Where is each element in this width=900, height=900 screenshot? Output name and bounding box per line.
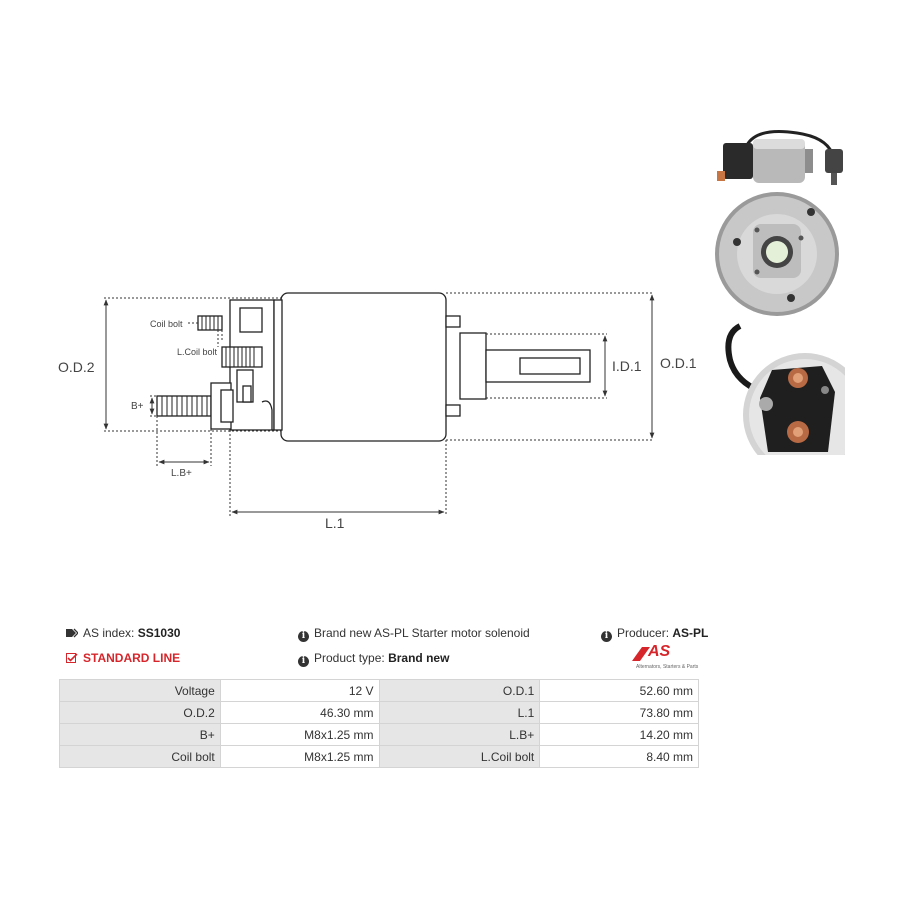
lb-label: L.B+ [171, 468, 192, 479]
spec-value: 12 V [219, 679, 380, 702]
od2-label: O.D.2 [58, 359, 95, 375]
solenoid-technical-drawing: O.D.2 O.D.1 I.D.1 L.1 L.B+ B+ Coil bolt … [58, 292, 697, 531]
logo-mark: AS [648, 643, 671, 660]
producer-value: AS-PL [672, 626, 709, 640]
product-type-value: Brand new [388, 651, 450, 665]
spec-key: L.Coil bolt [378, 745, 541, 768]
description: i Brand new AS-PL Starter motor solenoid [298, 626, 530, 642]
description-text: Brand new AS-PL Starter motor solenoid [314, 626, 530, 640]
od1-label: O.D.1 [660, 355, 697, 371]
id1-label: I.D.1 [612, 358, 642, 374]
l1-label: L.1 [325, 515, 345, 531]
info-icon: i [601, 631, 612, 642]
info-icon: i [298, 656, 309, 667]
spec-value: 46.30 mm [219, 701, 380, 724]
spec-key: Coil bolt [59, 745, 221, 768]
bplus-label: B+ [131, 401, 144, 412]
logo-tagline: Alternators, Starters & Parts [636, 664, 699, 670]
tag-icon [66, 628, 78, 638]
spec-value: M8x1.25 mm [219, 745, 380, 768]
coil-bolt-label: Coil bolt [150, 319, 183, 329]
b-plus-stud [156, 395, 212, 417]
standard-line-text: STANDARD LINE [83, 651, 181, 665]
spec-key: B+ [59, 723, 221, 746]
product-type: i Product type: Brand new [298, 651, 449, 667]
product-photo-rear [725, 323, 845, 455]
l-coil-bolt-label: L.Coil bolt [177, 347, 218, 357]
checkbox-icon [66, 653, 78, 663]
info-icon: i [298, 631, 309, 642]
spec-key: O.D.2 [59, 701, 221, 724]
product-photo-side [717, 130, 843, 185]
spec-value: 52.60 mm [539, 679, 699, 702]
logo-swoosh-icon [632, 647, 650, 661]
spec-value: 73.80 mm [539, 701, 699, 724]
as-index-label: AS index: [83, 626, 135, 640]
plunger-housing [459, 332, 487, 400]
solenoid-body [280, 292, 447, 442]
producer-label: Producer: [617, 626, 670, 640]
as-pl-logo: AS Alternators, Starters & Parts [630, 643, 700, 673]
standard-line: STANDARD LINE [66, 651, 180, 665]
as-index-value: SS1030 [137, 626, 181, 640]
spec-value: 8.40 mm [539, 745, 699, 768]
as-index: AS index: SS1030 [66, 626, 180, 640]
spec-value: 14.20 mm [539, 723, 699, 746]
spec-value: M8x1.25 mm [219, 723, 380, 746]
spec-key: L.B+ [378, 723, 541, 746]
spec-key: L.1 [378, 701, 541, 724]
product-photo-front [715, 192, 839, 316]
producer: i Producer: AS-PL [601, 626, 708, 642]
spec-key: O.D.1 [378, 679, 541, 702]
product-type-label: Product type: [314, 651, 385, 665]
spec-key: Voltage [59, 679, 221, 702]
